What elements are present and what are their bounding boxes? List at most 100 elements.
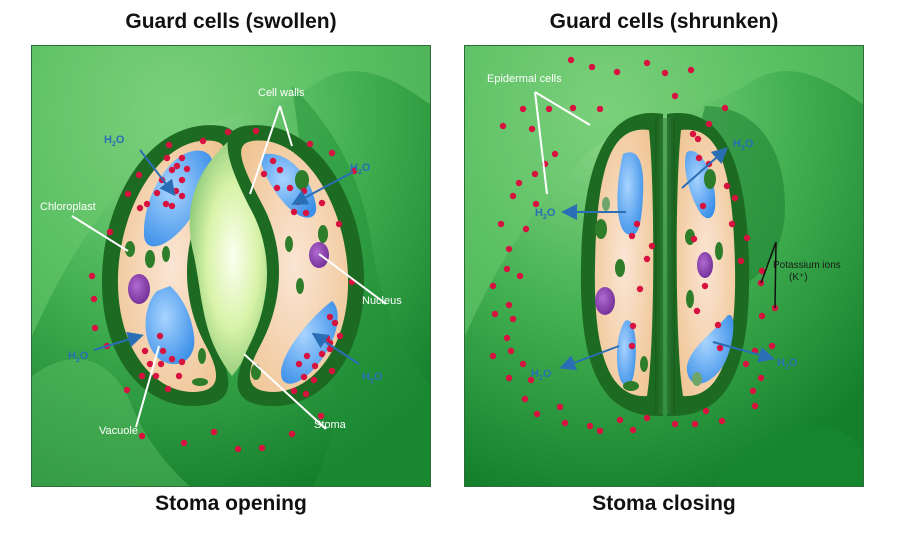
cell-walls-leader xyxy=(249,105,293,195)
potassium-ion-dot xyxy=(302,209,310,217)
potassium-ion-dot xyxy=(328,149,336,157)
potassium-ion-dot xyxy=(183,165,191,173)
potassium-ion-dot xyxy=(224,128,232,136)
nucleus xyxy=(697,252,713,278)
potassium-ion-dot xyxy=(768,342,776,350)
label-leaders xyxy=(534,91,591,195)
potassium-ion-dot xyxy=(721,104,729,112)
potassium-ion-dot xyxy=(743,234,751,242)
potassium-ion-dot xyxy=(168,355,176,363)
chloroplast xyxy=(704,169,716,189)
potassium-ion-dot xyxy=(497,220,505,228)
label-vacuole: Vacuole xyxy=(99,425,138,437)
potassium-ion-dot xyxy=(303,352,311,360)
potassium-ion-dot xyxy=(335,220,343,228)
potassium-ion-dot xyxy=(671,420,679,428)
potassium-ion-dot xyxy=(758,267,766,275)
potassium-ion-dot xyxy=(88,272,96,280)
potassium-ion-dot xyxy=(276,166,284,174)
chloroplast xyxy=(715,242,723,260)
potassium-ion-dot xyxy=(178,192,186,200)
potassium-ion-dot xyxy=(531,170,539,178)
potassium-ion-dot xyxy=(519,105,527,113)
potassium-ion-dot xyxy=(163,154,171,162)
potassium-ion-dot xyxy=(210,428,218,436)
stoma-closing-illustration: Epidermal cells Potassium ions (K⁺) H2O … xyxy=(465,46,863,486)
potassium-ion-dot xyxy=(141,347,149,355)
potassium-ion-dot xyxy=(723,182,731,190)
potassium-ion-dot xyxy=(737,257,745,265)
chloroplast xyxy=(125,241,135,257)
epidermal-cell xyxy=(715,426,863,486)
potassium-ion-dot xyxy=(328,367,336,375)
chloroplast xyxy=(318,225,328,243)
potassium-ion-dot xyxy=(532,200,540,208)
potassium-ion-dot xyxy=(300,187,308,195)
potassium-ion-dot xyxy=(318,350,326,358)
potassium-ion-dot xyxy=(288,430,296,438)
potassium-ion-dot xyxy=(522,225,530,233)
vacuole xyxy=(685,150,716,219)
potassium-ion-dot xyxy=(168,202,176,210)
water-label: H2O xyxy=(777,357,798,371)
epidermal-cell xyxy=(465,46,863,336)
potassium-ion-dot xyxy=(588,63,596,71)
potassium-ion-dot xyxy=(290,208,298,216)
potassium-ions-leader xyxy=(760,241,777,309)
potassium-ion-dot xyxy=(326,313,334,321)
vacuole xyxy=(145,286,195,365)
potassium-ion-dot xyxy=(702,407,710,415)
potassium-ion-dot xyxy=(758,312,766,320)
water-label: H2O xyxy=(531,368,552,382)
stoma-closing-panel: Epidermal cells Potassium ions (K⁺) H2O … xyxy=(464,45,864,487)
potassium-ion-dot xyxy=(586,422,594,430)
potassium-ion-dot xyxy=(143,200,151,208)
potassium-ion-dot xyxy=(716,344,724,352)
potassium-ions xyxy=(489,56,779,435)
potassium-ion-dot xyxy=(489,352,497,360)
vacuole xyxy=(143,150,213,247)
label-epidermal-cells: Epidermal cells xyxy=(487,73,562,85)
potassium-ion-dot xyxy=(643,414,651,422)
potassium-ion-dot xyxy=(306,140,314,148)
potassium-ion-dot xyxy=(311,362,319,370)
potassium-ion-dot xyxy=(146,360,154,368)
potassium-ion-dot xyxy=(165,141,173,149)
label-leaders xyxy=(71,105,387,430)
epidermal-cell xyxy=(32,46,430,336)
potassium-ion-dot xyxy=(290,387,298,395)
potassium-ion-dot xyxy=(503,265,511,273)
label-potassium-symbol: (K⁺) xyxy=(789,272,808,283)
left-guard-cell xyxy=(580,113,663,417)
potassium-ion-dot xyxy=(491,310,499,318)
potassium-ion-dot xyxy=(505,374,513,382)
potassium-ion-dot xyxy=(159,347,167,355)
vacuole xyxy=(686,314,734,384)
chloroplast xyxy=(198,348,206,364)
nucleus-leader xyxy=(318,253,387,305)
potassium-ion-dot xyxy=(661,69,669,77)
potassium-ion-dot xyxy=(556,403,564,411)
potassium-ion-dot xyxy=(551,150,559,158)
potassium-ion-dot xyxy=(331,319,339,327)
potassium-ion-dot xyxy=(269,157,277,165)
potassium-ion-dot xyxy=(124,190,132,198)
right-panel-caption: Stoma closing xyxy=(592,492,736,515)
potassium-ion-dot xyxy=(633,220,641,228)
potassium-ion-dot xyxy=(616,416,624,424)
potassium-ion-dot xyxy=(138,432,146,440)
potassium-ion-dot xyxy=(507,347,515,355)
chloroplast xyxy=(640,356,648,372)
potassium-ion-dot xyxy=(260,170,268,178)
potassium-ion-dot xyxy=(569,104,577,112)
vacuole xyxy=(616,320,636,387)
potassium-ion-dot xyxy=(164,385,172,393)
epidermal-cells-leader xyxy=(534,91,591,195)
potassium-ion-dot xyxy=(178,358,186,366)
potassium-ion-dot xyxy=(690,235,698,243)
potassium-ion-dot xyxy=(687,66,695,74)
left-panel-caption: Stoma opening xyxy=(155,492,307,515)
potassium-ion-dot xyxy=(499,122,507,130)
potassium-ion-dot xyxy=(175,372,183,380)
potassium-ion-dot xyxy=(336,332,344,340)
